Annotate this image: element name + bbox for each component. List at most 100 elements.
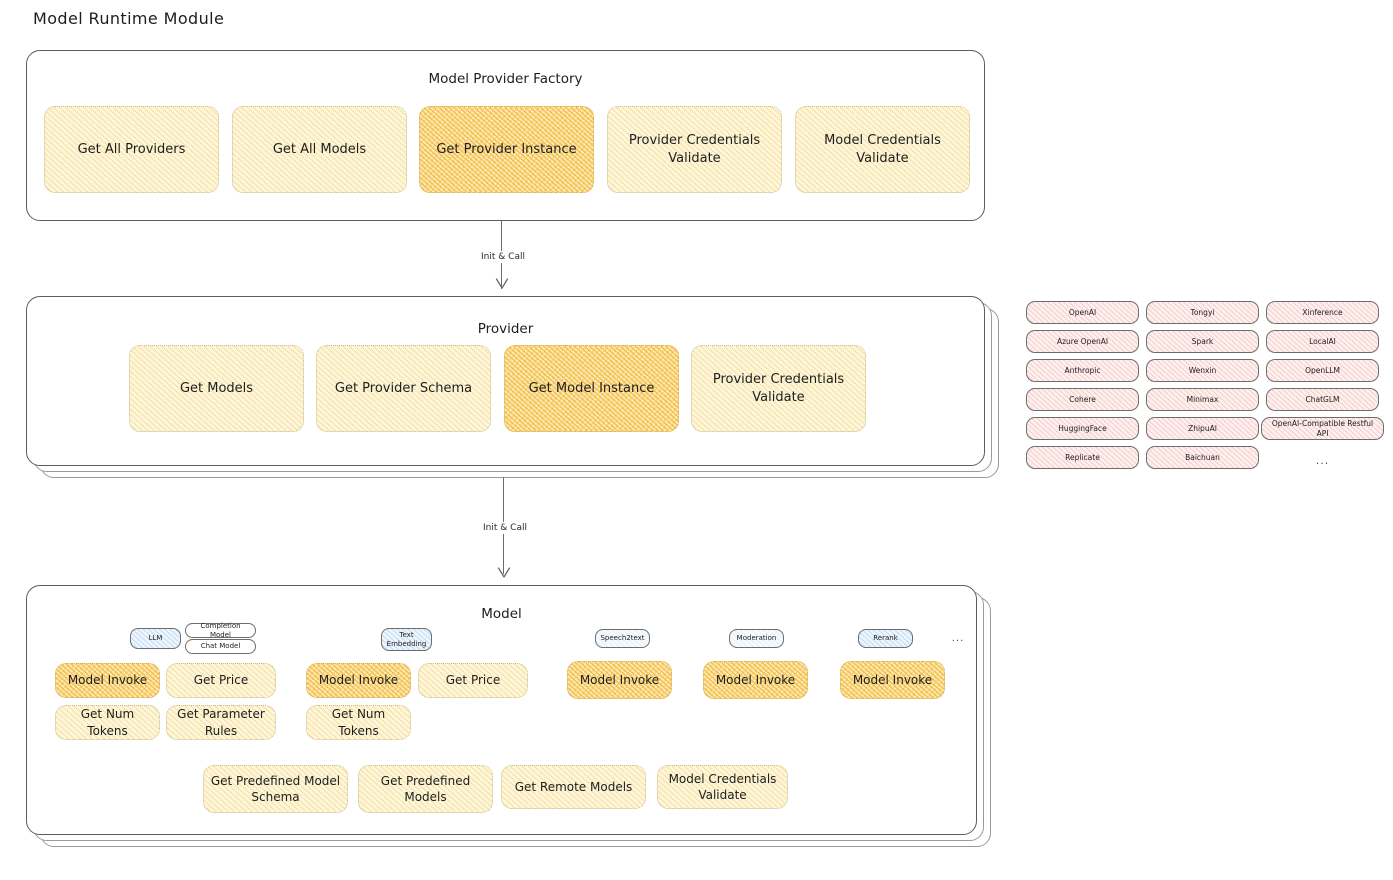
provider-title: Provider (477, 321, 534, 337)
provider-chip-label: Cohere (1069, 394, 1096, 404)
speech2text-method-model-invoke[interactable]: Model Invoke (567, 661, 672, 699)
provider-chip-azure-openai[interactable]: Azure OpenAI (1026, 330, 1139, 353)
page-title: Model Runtime Module (33, 9, 225, 28)
text-embedding-method-model-invoke[interactable]: Model Invoke (306, 663, 411, 698)
provider-chip-openai-compatible-restful-api[interactable]: OpenAI-Compatible Restful API (1261, 417, 1384, 440)
provider-chip-label: Baichuan (1185, 452, 1220, 462)
factory-node-get-all-models[interactable]: Get All Models (232, 106, 407, 193)
method-label: Get Remote Models (514, 779, 633, 794)
moderation-method-model-invoke[interactable]: Model Invoke (703, 661, 808, 699)
method-label: Get Price (445, 673, 501, 688)
model-type-label: Speech2text (600, 634, 645, 643)
provider-chip-tongyi[interactable]: Tongyi (1146, 301, 1259, 324)
provider-node-label: Provider Credentials Validate (712, 371, 845, 405)
method-label: Get Parameter Rules (177, 707, 265, 738)
provider-node-provider-credentials-validate[interactable]: Provider Credentials Validate (691, 345, 866, 432)
model-subtype-badge-chat-model[interactable]: Chat Model (185, 639, 256, 654)
llm-method-get-num-tokens[interactable]: Get Num Tokens (55, 705, 160, 740)
provider-node-get-provider-schema[interactable]: Get Provider Schema (316, 345, 491, 432)
provider-chip-anthropic[interactable]: Anthropic (1026, 359, 1139, 382)
method-label: Model Invoke (715, 672, 796, 687)
provider-list-more-ellipsis: ... (1315, 453, 1330, 467)
method-label: Get Price (193, 673, 249, 688)
provider-chip-baichuan[interactable]: Baichuan (1146, 446, 1259, 469)
model-type-badge-moderation[interactable]: Moderation (729, 629, 784, 648)
model-subtype-label: Completion Model (200, 622, 241, 639)
provider-chip-label: Xinference (1302, 307, 1343, 317)
arrow-down-icon (495, 278, 509, 289)
method-label: Get Predefined Model Schema (210, 773, 341, 804)
factory-node-label: Get All Models (272, 141, 367, 157)
model-subtype-badge-completion-model[interactable]: Completion Model (185, 622, 256, 639)
provider-chip-chatglm[interactable]: ChatGLM (1266, 388, 1379, 411)
provider-node-label: Get Model Instance (528, 380, 655, 396)
llm-method-get-price[interactable]: Get Price (166, 663, 276, 698)
provider-chip-label: Anthropic (1064, 365, 1101, 375)
provider-chip-label: Wenxin (1188, 365, 1217, 375)
llm-method-model-invoke[interactable]: Model Invoke (55, 663, 160, 698)
provider-chip-wenxin[interactable]: Wenxin (1146, 359, 1259, 382)
model-title: Model (481, 606, 522, 622)
model-shared-method-model-credentials-validate[interactable]: Model Credentials Validate (657, 765, 788, 809)
provider-node-label: Get Provider Schema (334, 380, 473, 396)
provider-chip-spark[interactable]: Spark (1146, 330, 1259, 353)
factory-node-label: Get All Providers (77, 141, 186, 157)
llm-method-get-parameter-rules[interactable]: Get Parameter Rules (166, 705, 276, 740)
provider-chip-replicate[interactable]: Replicate (1026, 446, 1139, 469)
rerank-method-model-invoke[interactable]: Model Invoke (840, 661, 945, 699)
method-label: Model Invoke (852, 672, 933, 687)
provider-chip-zhipuai[interactable]: ZhipuAI (1146, 417, 1259, 440)
model-type-badge-text-embedding[interactable]: Text Embedding (381, 628, 432, 651)
provider-chip-minimax[interactable]: Minimax (1146, 388, 1259, 411)
model-type-label: Moderation (736, 634, 777, 643)
provider-node-get-models[interactable]: Get Models (129, 345, 304, 432)
text-embedding-method-get-num-tokens[interactable]: Get Num Tokens (306, 705, 411, 740)
model-shared-method-get-predefined-model-schema[interactable]: Get Predefined Model Schema (203, 765, 348, 813)
provider-chip-label: OpenAI (1068, 307, 1097, 317)
model-subtype-label: Chat Model (200, 642, 241, 651)
method-label: Model Invoke (67, 673, 148, 688)
provider-chip-label: Tongyi (1190, 307, 1215, 317)
factory-node-model-credentials-validate[interactable]: Model Credentials Validate (795, 106, 970, 193)
factory-node-get-provider-instance[interactable]: Get Provider Instance (419, 106, 594, 193)
provider-chip-label: OpenLLM (1305, 365, 1340, 375)
provider-node-get-model-instance[interactable]: Get Model Instance (504, 345, 679, 432)
arrow-factory-to-provider-label: Init & Call (468, 251, 538, 263)
provider-chip-label: LocalAI (1309, 336, 1336, 346)
provider-chip-label: Replicate (1065, 452, 1100, 462)
model-type-badge-rerank[interactable]: Rerank (858, 629, 913, 648)
provider-chip-label: Minimax (1186, 394, 1219, 404)
model-shared-method-get-remote-models[interactable]: Get Remote Models (501, 765, 646, 809)
factory-node-provider-credentials-validate[interactable]: Provider Credentials Validate (607, 106, 782, 193)
factory-node-label: Model Credentials Validate (824, 132, 941, 166)
provider-chip-label: OpenAI-Compatible Restful API (1271, 419, 1374, 438)
model-type-badge-llm[interactable]: LLM (130, 628, 181, 649)
model-type-label: Rerank (873, 634, 898, 643)
method-label: Get Num Tokens (331, 707, 386, 738)
model-shared-method-get-predefined-models[interactable]: Get Predefined Models (358, 765, 493, 813)
model-type-label: Text Embedding (386, 631, 427, 648)
method-label: Model Invoke (318, 673, 399, 688)
method-label: Get Predefined Models (380, 773, 471, 804)
text-embedding-method-get-price[interactable]: Get Price (418, 663, 528, 698)
model-type-badge-speech2text[interactable]: Speech2text (595, 629, 650, 648)
arrow-down-icon (497, 567, 511, 578)
provider-chip-label: ZhipuAI (1188, 423, 1217, 433)
model-types-more-ellipsis: ... (951, 632, 965, 644)
factory-node-get-all-providers[interactable]: Get All Providers (44, 106, 219, 193)
provider-chip-localai[interactable]: LocalAI (1266, 330, 1379, 353)
model-type-label: LLM (148, 634, 163, 643)
method-label: Model Invoke (579, 672, 660, 687)
arrow-provider-to-model-label: Init & Call (470, 522, 540, 534)
provider-chip-openai[interactable]: OpenAI (1026, 301, 1139, 324)
provider-node-label: Get Models (179, 380, 254, 396)
provider-chip-xinference[interactable]: Xinference (1266, 301, 1379, 324)
provider-chip-label: Spark (1191, 336, 1214, 346)
model-provider-factory-title: Model Provider Factory (428, 71, 583, 87)
provider-chip-openllm[interactable]: OpenLLM (1266, 359, 1379, 382)
provider-chip-huggingface[interactable]: HuggingFace (1026, 417, 1139, 440)
factory-node-label: Provider Credentials Validate (628, 132, 761, 166)
method-label: Model Credentials Validate (668, 771, 777, 802)
provider-chip-cohere[interactable]: Cohere (1026, 388, 1139, 411)
provider-chip-label: ChatGLM (1305, 394, 1340, 404)
